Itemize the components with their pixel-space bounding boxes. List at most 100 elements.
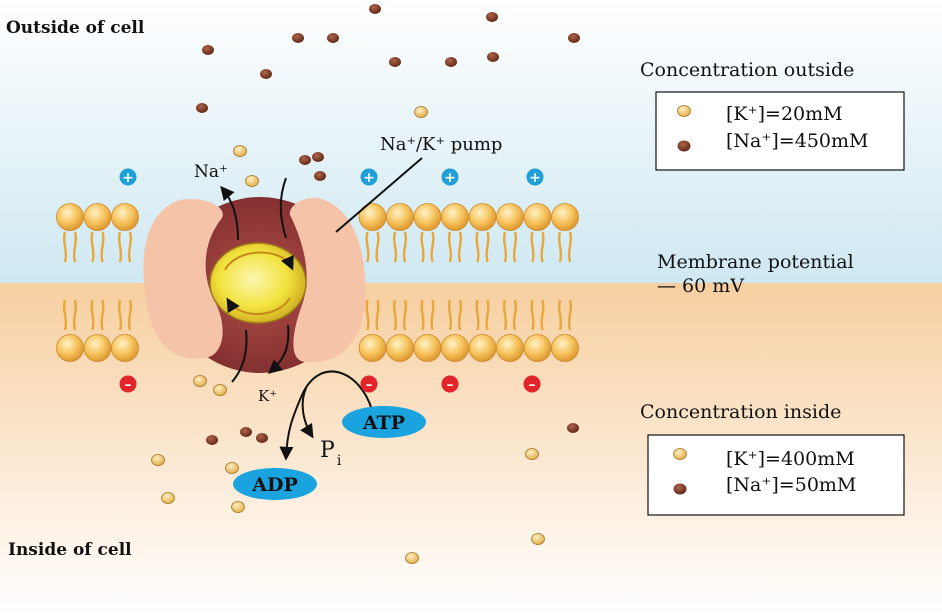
sodium-ion: [299, 155, 311, 165]
outside-na-label: [Na⁺]=450mM: [726, 130, 868, 152]
lipid-head: [83, 203, 112, 231]
sodium-ion: [369, 4, 381, 14]
potassium-ion: [161, 492, 175, 504]
sodium-ion: [445, 57, 457, 67]
plus-sign: +: [529, 170, 541, 186]
lipid-tail: [90, 299, 105, 331]
k-in-label: K⁺: [258, 387, 277, 405]
lipid-head: [441, 203, 469, 231]
pump-core-arrow: [224, 251, 294, 271]
lipid-head: [111, 334, 139, 362]
lipid-head: [551, 334, 579, 362]
lipid-head: [358, 203, 387, 231]
pump-label: Na⁺/K⁺ pump: [380, 134, 502, 155]
lipid-tails: [62, 231, 573, 331]
potassium-ion: [245, 175, 259, 187]
positive-charge: +: [119, 168, 137, 186]
na-in-path: [231, 329, 248, 383]
sodium-ion: [568, 33, 580, 43]
potassium-ion: [525, 448, 539, 460]
positive-charge: +: [441, 168, 459, 186]
atp-badge: ATP: [342, 406, 426, 438]
sodium-ion: [240, 427, 252, 437]
inside-k-label: [K⁺]=400mM: [726, 448, 855, 470]
sodium-ion: [487, 52, 499, 62]
potassium-ion: [233, 145, 247, 157]
membrane-potential-line1: Membrane potential: [657, 251, 854, 273]
lipid-tail: [475, 231, 490, 263]
lipid-head: [496, 203, 524, 231]
potassium-ion: [213, 384, 227, 396]
sodium-ion: [260, 69, 272, 79]
potassium-ion: [405, 552, 419, 564]
adp-badge: ADP: [233, 468, 317, 500]
negative-charge: –: [523, 375, 541, 393]
pump-core-arrow-2: [226, 297, 291, 315]
sodium-ion: [312, 152, 324, 162]
flow-arrows: [220, 157, 423, 461]
minus-sign: –: [366, 377, 373, 393]
k-in-arrow-top: [279, 177, 287, 239]
ions: [151, 4, 580, 564]
lipid-head: [441, 334, 469, 362]
lipid-tail: [392, 299, 408, 331]
negative-charge: –: [119, 375, 137, 393]
sodium-ion: [196, 103, 208, 113]
lipid-head: [551, 203, 579, 231]
concentration-outside-title: Concentration outside: [640, 59, 854, 81]
pump-core: [209, 242, 307, 324]
lipid-tail: [557, 231, 573, 263]
inside-of-cell-label: Inside of cell: [8, 540, 132, 560]
lipid-tail: [117, 299, 133, 331]
minus-sign: –: [529, 377, 536, 393]
concentration-inside-title: Concentration inside: [640, 401, 841, 423]
minus-sign: –: [125, 377, 132, 393]
negative-charge: –: [441, 375, 459, 393]
lipid-heads: [56, 203, 579, 362]
sodium-ion: [327, 33, 339, 43]
lipid-tail: [365, 299, 380, 331]
pi-sub: i: [337, 453, 342, 469]
lipid-head: [413, 203, 442, 231]
sodium-ion: [314, 171, 326, 181]
potassium-ion: [531, 533, 545, 545]
lipid-tail: [502, 299, 518, 331]
sodium-ion: [206, 435, 218, 445]
lipid-head: [523, 203, 552, 231]
lipid-tail: [530, 299, 545, 331]
atp-label: ATP: [362, 412, 405, 434]
inside-na-legend-icon: [673, 483, 687, 495]
lipid-tail: [447, 299, 463, 331]
adp-label: ADP: [251, 474, 298, 496]
k-in-arrow-bottom: [267, 324, 290, 374]
na-out-label: Na⁺: [194, 162, 228, 182]
pump-right-flap: [289, 197, 366, 363]
lipid-tail: [62, 299, 78, 331]
sodium-ion: [256, 433, 268, 443]
potassium-ion: [151, 454, 165, 466]
lipid-head: [468, 203, 497, 231]
inside-na-label: [Na⁺]=50mM: [726, 474, 856, 496]
pi-main: P: [320, 438, 335, 463]
lipid-tail: [502, 231, 518, 263]
lipid-head: [413, 334, 442, 362]
minus-sign: –: [447, 377, 454, 393]
lipid-tail: [420, 231, 435, 263]
na-k-pump: [143, 197, 366, 373]
lipid-head: [56, 203, 84, 231]
sodium-ion: [567, 423, 579, 433]
lipid-head: [496, 334, 524, 362]
outside-k-label: [K⁺]=20mM: [726, 103, 843, 125]
potassium-ion: [225, 462, 239, 474]
negative-charge: –: [360, 375, 378, 393]
potassium-ion: [193, 375, 207, 387]
lipid-head: [523, 334, 552, 362]
lipid-tail: [557, 299, 573, 331]
lipid-tail: [62, 231, 78, 263]
potassium-ion: [231, 501, 245, 513]
positive-charge: +: [360, 168, 378, 186]
plus-sign: +: [122, 170, 134, 186]
potassium-ion: [414, 106, 428, 118]
